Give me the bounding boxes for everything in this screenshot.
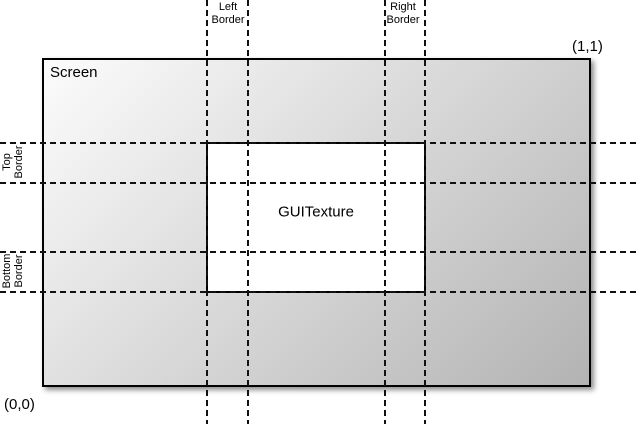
- right-border-label: Right Border: [386, 1, 420, 26]
- bottom-border-line-outer: [0, 291, 640, 293]
- left-border-label: Left Border: [211, 1, 245, 26]
- guitexture-label: GUITexture: [278, 203, 354, 221]
- left-border-line-inner: [247, 0, 249, 424]
- guitexture-rect: [206, 142, 426, 293]
- left-border-line-outer: [206, 0, 208, 424]
- coordinate-label-bottom-left: (0,0): [4, 396, 35, 413]
- top-border-line-inner: [0, 182, 640, 184]
- bottom-border-line-inner: [0, 251, 640, 253]
- screen-label: Screen: [50, 64, 98, 81]
- top-border-line-outer: [0, 142, 640, 144]
- coordinate-label-top-right: (1,1): [572, 38, 603, 55]
- bottom-border-label: Bottom Border: [1, 253, 25, 289]
- right-border-line-outer: [424, 0, 426, 424]
- right-border-line-inner: [384, 0, 386, 424]
- top-border-label: Top Border: [1, 145, 25, 179]
